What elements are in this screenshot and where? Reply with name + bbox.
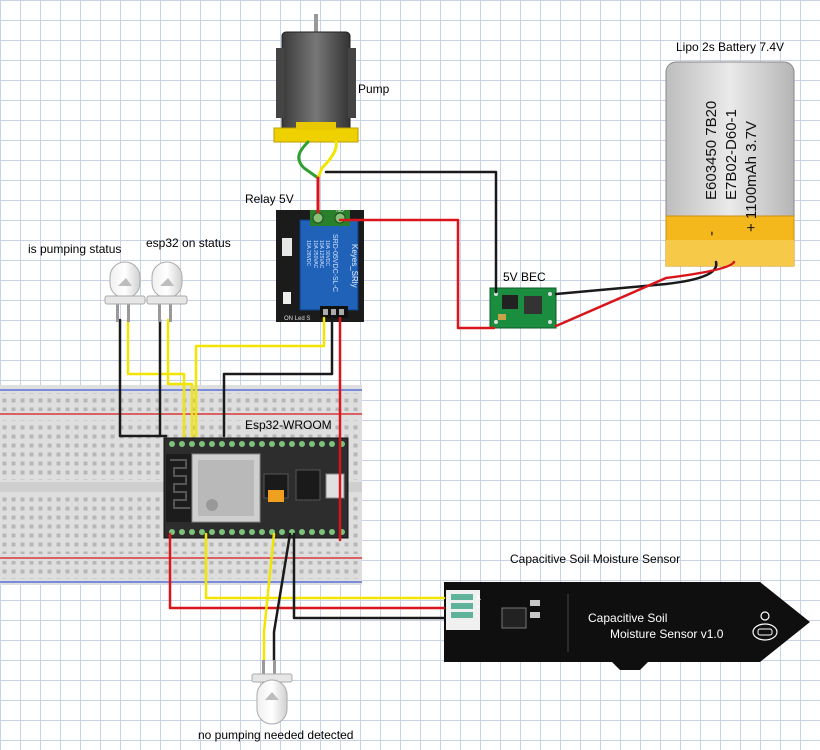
esp32-label: Esp32-WROOM <box>245 418 332 432</box>
relay-model-text: SRD-05VDC-SL-C <box>331 234 338 292</box>
led-no-pumping <box>251 660 293 725</box>
relay-label: Relay 5V <box>245 192 294 206</box>
led-pumping-label: is pumping status <box>28 242 122 256</box>
led-pumping <box>104 261 146 322</box>
wires <box>118 140 736 662</box>
relay-spec-4: 10A 28VDC <box>305 240 311 267</box>
sensor-title-1: Capacitive Soil <box>588 611 667 625</box>
esp32-board <box>163 437 349 539</box>
battery-text-3: + 1100mAh 3.7V <box>743 121 760 232</box>
soil-sensor-label: Capacitive Soil Moisture Sensor <box>510 552 681 566</box>
sensor-logo-icon <box>752 611 778 641</box>
led-no-pumping-label: no pumping needed detected <box>198 728 354 742</box>
sensor-pin-minus: - <box>476 613 479 620</box>
bec-module <box>489 287 557 329</box>
relay-brand-text: Keyes_SRly <box>350 244 359 288</box>
relay-spec-2: 10A 125VAC <box>318 240 324 269</box>
relay-module: SRD-05VDC-SL-C Keyes_SRly 10A 250VAC 10A… <box>276 208 364 322</box>
battery: E603450 7B20 E7B02-D60-1 + 1100mAh 3.7V … <box>665 61 795 267</box>
bec-label: 5V BEC <box>503 270 546 284</box>
pump-motor <box>273 14 359 143</box>
sensor-pin-a: A <box>476 595 481 602</box>
led-esp32-on <box>146 261 188 322</box>
soil-sensor: A + - Capacitive Soil Moisture Sensor v1… <box>444 582 810 670</box>
sensor-pin-plus: + <box>476 604 480 611</box>
battery-minus: - <box>703 231 720 236</box>
relay-terminal-no: NO <box>336 208 344 214</box>
relay-pins-label: ON Led S <box>284 316 310 322</box>
sensor-title-2: Moisture Sensor v1.0 <box>610 627 724 641</box>
battery-label: Lipo 2s Battery 7.4V <box>676 40 785 54</box>
relay-spec-1: 10A 250VAC <box>312 240 318 269</box>
relay-spec-3: 10A 30VDC <box>324 240 330 267</box>
pump-label: Pump <box>358 82 390 96</box>
battery-text-1: E603450 7B20 <box>703 101 720 200</box>
led-esp32-on-label: esp32 on status <box>146 236 231 250</box>
battery-text-2: E7B02-D60-1 <box>723 109 740 200</box>
